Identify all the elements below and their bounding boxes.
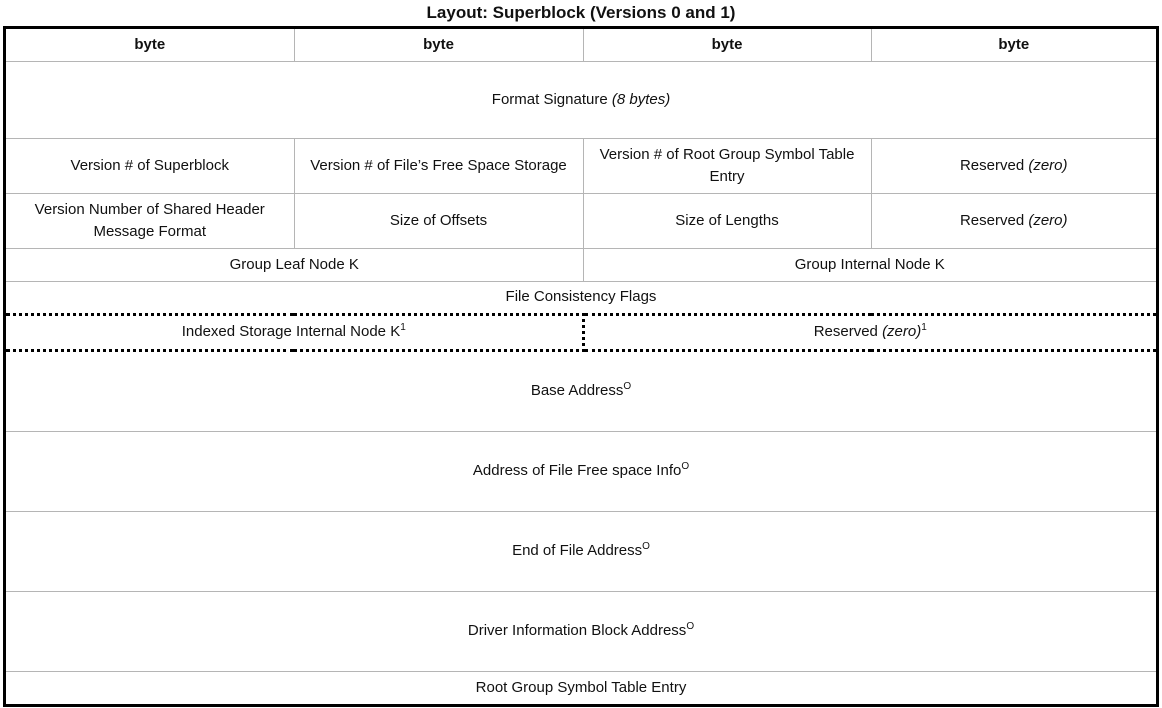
header-cell-byte-4: byte bbox=[870, 29, 1156, 62]
reserved-label: Reserved bbox=[959, 156, 1025, 174]
header-row: byte byte byte byte bbox=[6, 29, 1156, 62]
base-address-cell: Base AddressO bbox=[6, 349, 1156, 432]
group-internal-node-k-cell: Group Internal Node K bbox=[582, 247, 1156, 282]
reserved-cell-2: Reserved (zero) bbox=[870, 192, 1156, 249]
free-space-address-cell: Address of File Free space InfoO bbox=[6, 430, 1156, 512]
footnote-marker: 1 bbox=[921, 322, 927, 333]
footnote-marker: 1 bbox=[400, 322, 406, 333]
version-shared-header-cell: Version Number of Shared Header Message … bbox=[6, 192, 295, 249]
group-leaf-node-k-cell: Group Leaf Node K bbox=[6, 247, 584, 282]
format-signature-cell: Format Signature (8 bytes) bbox=[6, 60, 1156, 139]
end-of-file-address-label: End of File Address bbox=[512, 542, 643, 559]
file-consistency-flags-cell: File Consistency Flags bbox=[6, 280, 1156, 315]
table-row: Version # of Superblock Version # of Fil… bbox=[6, 137, 1156, 194]
header-cell-byte-3: byte bbox=[582, 29, 872, 62]
table-row: Format Signature (8 bytes) bbox=[6, 60, 1156, 139]
offset-size-marker: O bbox=[686, 621, 695, 632]
table-row: End of File AddressO bbox=[6, 510, 1156, 592]
end-of-file-address-cell: End of File AddressO bbox=[6, 510, 1156, 592]
indexed-storage-k-cell: Indexed Storage Internal Node K1 bbox=[6, 312, 585, 352]
reserved-note: (zero) bbox=[1028, 211, 1068, 229]
indexed-storage-k-label: Indexed Storage Internal Node K bbox=[181, 323, 401, 340]
header-cell-byte-1: byte bbox=[6, 29, 295, 62]
format-signature-label: Format Signature bbox=[491, 90, 608, 108]
size-of-offsets-cell: Size of Offsets bbox=[293, 192, 584, 249]
superblock-layout-table: byte byte byte byte Format Signature (8 … bbox=[6, 29, 1156, 704]
base-address-label: Base Address bbox=[530, 382, 624, 399]
table-row: Base AddressO bbox=[6, 349, 1156, 432]
version-root-group-cell: Version # of Root Group Symbol Table Ent… bbox=[582, 137, 872, 194]
version-superblock-cell: Version # of Superblock bbox=[6, 137, 295, 194]
offset-size-marker: O bbox=[681, 461, 690, 472]
table-row: Address of File Free space InfoO bbox=[6, 430, 1156, 512]
offset-size-marker: O bbox=[623, 381, 632, 392]
reserved-label: Reserved bbox=[959, 211, 1025, 229]
root-group-symbol-table-entry-cell: Root Group Symbol Table Entry bbox=[6, 670, 1156, 704]
format-signature-note: (8 bytes) bbox=[611, 90, 671, 108]
table-row: Group Leaf Node K Group Internal Node K bbox=[6, 247, 1156, 282]
driver-info-address-label: Driver Information Block Address bbox=[467, 622, 687, 639]
reserved-cell-3: Reserved (zero)1 bbox=[582, 312, 1156, 352]
superblock-layout-frame: byte byte byte byte Format Signature (8 … bbox=[3, 26, 1159, 707]
driver-info-address-cell: Driver Information Block AddressO bbox=[6, 590, 1156, 672]
header-cell-byte-2: byte bbox=[293, 29, 584, 62]
reserved-note: (zero) bbox=[882, 323, 922, 340]
free-space-address-label: Address of File Free space Info bbox=[472, 462, 682, 479]
table-caption: Layout: Superblock (Versions 0 and 1) bbox=[426, 3, 736, 22]
size-of-lengths-cell: Size of Lengths bbox=[582, 192, 872, 249]
version-free-space-cell: Version # of File’s Free Space Storage bbox=[293, 137, 584, 194]
table-row: File Consistency Flags bbox=[6, 280, 1156, 315]
table-row: Version Number of Shared Header Message … bbox=[6, 192, 1156, 249]
table-row: Root Group Symbol Table Entry bbox=[6, 670, 1156, 704]
table-row: Indexed Storage Internal Node K1 Reserve… bbox=[6, 312, 1156, 352]
reserved-note: (zero) bbox=[1028, 156, 1068, 174]
offset-size-marker: O bbox=[642, 541, 650, 552]
reserved-label: Reserved bbox=[813, 323, 878, 340]
reserved-cell-1: Reserved (zero) bbox=[870, 137, 1156, 194]
table-row: Driver Information Block AddressO bbox=[6, 590, 1156, 672]
